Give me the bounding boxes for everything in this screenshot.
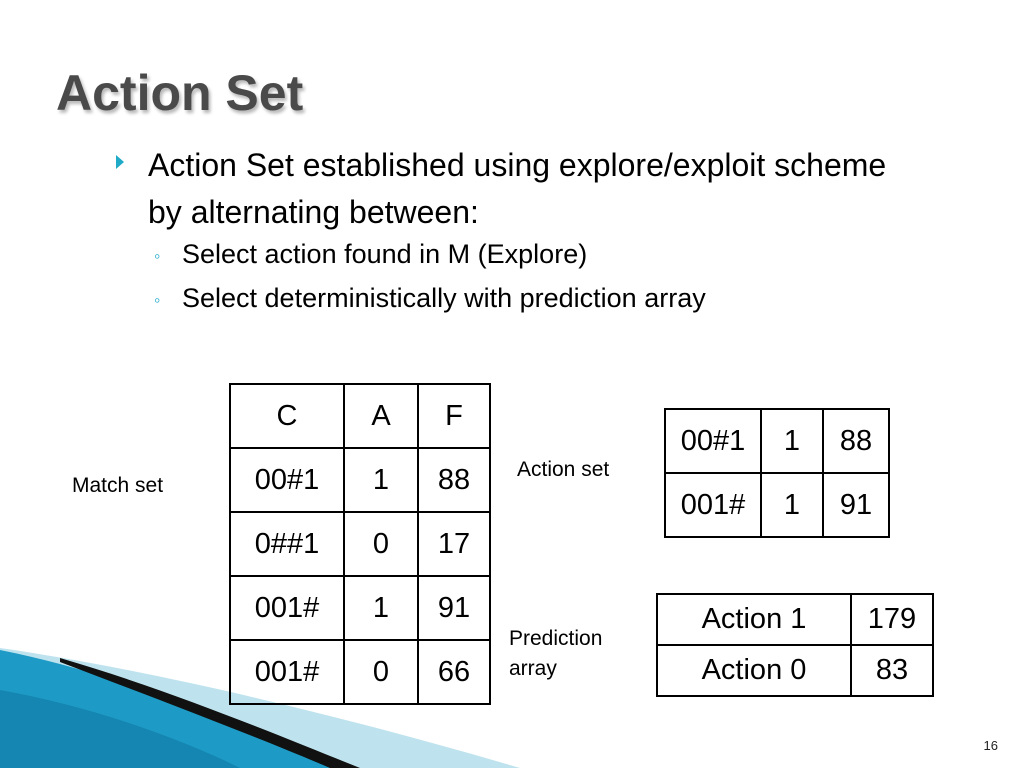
- table-row: Action 0 83: [656, 644, 934, 697]
- action-set-table: 00#1 1 88 001# 1 91: [664, 408, 890, 538]
- table-row: Action 1 179: [656, 593, 934, 646]
- table-cell: 91: [822, 472, 890, 538]
- table-cell: 0##1: [229, 511, 345, 577]
- table-cell: 0: [343, 511, 419, 577]
- header-cell: C: [229, 383, 345, 449]
- table-cell: 83: [850, 644, 934, 697]
- table-row: 001# 1 91: [229, 575, 491, 641]
- main-bullet-text: Action Set established using explore/exp…: [148, 147, 887, 230]
- match-set-label: Match set: [72, 474, 164, 497]
- table-cell: 66: [417, 639, 491, 705]
- slide-title: Action Set: [56, 65, 304, 121]
- main-bullet: Action Set established using explore/exp…: [116, 142, 916, 236]
- table-cell: 1: [343, 447, 419, 513]
- sub-bullet-text: Select deterministically with prediction…: [182, 283, 706, 313]
- table-cell: 001#: [229, 575, 345, 641]
- table-row: 00#1 1 88: [229, 447, 491, 513]
- table-header-row: C A F: [229, 383, 491, 449]
- circle-bullet-icon: ◦: [154, 290, 161, 310]
- table-cell: 00#1: [664, 408, 762, 474]
- prediction-array-table: Action 1 179 Action 0 83: [656, 593, 934, 697]
- table-row: 001# 1 91: [664, 472, 890, 538]
- table-cell: 179: [850, 593, 934, 646]
- sub-bullet-text: Select action found in M (Explore): [182, 239, 588, 269]
- table-cell: 1: [343, 575, 419, 641]
- table-cell: 001#: [229, 639, 345, 705]
- sub-bullet-1: ◦ Select action found in M (Explore): [154, 237, 934, 271]
- triangle-bullet-icon: [116, 155, 124, 169]
- table-cell: 1: [760, 472, 824, 538]
- table-cell: 88: [417, 447, 491, 513]
- table-cell: 001#: [664, 472, 762, 538]
- page-number: 16: [983, 738, 998, 753]
- table-cell: Action 0: [656, 644, 852, 697]
- table-cell: 1: [760, 408, 824, 474]
- table-cell: 88: [822, 408, 890, 474]
- prediction-array-label: Prediction array: [509, 627, 603, 680]
- circle-bullet-icon: ◦: [154, 246, 161, 266]
- action-set-label: Action set: [517, 458, 610, 481]
- table-row: 00#1 1 88: [664, 408, 890, 474]
- header-cell: F: [417, 383, 491, 449]
- table-cell: 91: [417, 575, 491, 641]
- table-cell: 00#1: [229, 447, 345, 513]
- table-cell: 17: [417, 511, 491, 577]
- table-cell: Action 1: [656, 593, 852, 646]
- header-cell: A: [343, 383, 419, 449]
- match-set-table: C A F 00#1 1 88 0##1 0 17 001# 1 91 001#…: [229, 383, 491, 705]
- table-row: 0##1 0 17: [229, 511, 491, 577]
- table-cell: 0: [343, 639, 419, 705]
- sub-bullet-2: ◦ Select deterministically with predicti…: [154, 281, 934, 315]
- table-row: 001# 0 66: [229, 639, 491, 705]
